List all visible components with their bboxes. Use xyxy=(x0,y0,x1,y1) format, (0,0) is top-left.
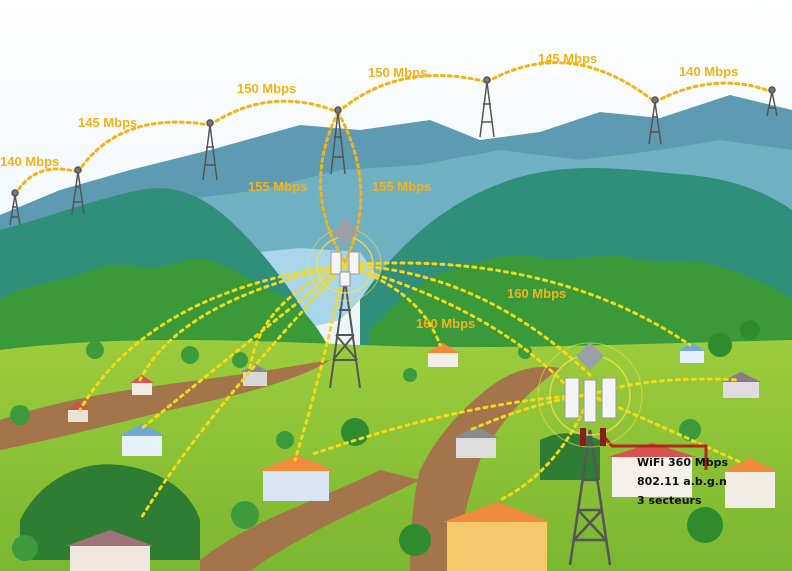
wifi-speed: WiFi 360 Mbps xyxy=(637,456,729,469)
wifi-sectors: 3 secteurs xyxy=(637,494,702,507)
wifi-note: WiFi 360 Mbps 802.11 a.b.g.n 3 secteurs xyxy=(637,456,729,507)
house-red-roof xyxy=(608,443,696,497)
house xyxy=(426,343,460,367)
house xyxy=(722,458,778,508)
link-label: 155 Mbps xyxy=(248,179,307,194)
wifi-standard: 802.11 a.b.g.n xyxy=(637,475,727,488)
link-label: 150 Mbps xyxy=(368,65,427,80)
tower-icon xyxy=(648,96,662,145)
link-label: 155 Mbps xyxy=(372,179,431,194)
sector-tower xyxy=(537,342,643,566)
link-label: 150 Mbps xyxy=(237,81,296,96)
road-bottom xyxy=(200,470,420,571)
tower-icon xyxy=(9,189,21,226)
house xyxy=(453,426,499,458)
link-labels: 140 Mbps 145 Mbps 150 Mbps 150 Mbps 145 … xyxy=(0,51,738,331)
link-label: 145 Mbps xyxy=(538,51,597,66)
house xyxy=(66,402,90,422)
tower-icon xyxy=(479,76,495,138)
house xyxy=(259,455,335,501)
house xyxy=(66,530,154,571)
house xyxy=(443,502,551,571)
link-label: 140 Mbps xyxy=(679,64,738,79)
front-trees-left xyxy=(20,464,200,560)
backbone-links xyxy=(13,61,774,264)
tower-icon xyxy=(71,166,85,215)
trees xyxy=(10,320,760,561)
backbone-towers xyxy=(9,76,778,226)
link-label: 160 Mbps xyxy=(507,286,566,301)
tower-icon xyxy=(330,106,346,175)
house xyxy=(241,364,269,386)
main-tower xyxy=(308,218,382,389)
house xyxy=(119,424,165,456)
tower-icon xyxy=(202,119,218,181)
link-label: 140 Mbps xyxy=(0,154,59,169)
house xyxy=(678,343,706,363)
link-label: 145 Mbps xyxy=(78,115,137,130)
link-label: 160 Mbps xyxy=(416,316,475,331)
tower-icon xyxy=(766,86,778,117)
road-center xyxy=(410,366,560,571)
houses xyxy=(66,343,778,571)
